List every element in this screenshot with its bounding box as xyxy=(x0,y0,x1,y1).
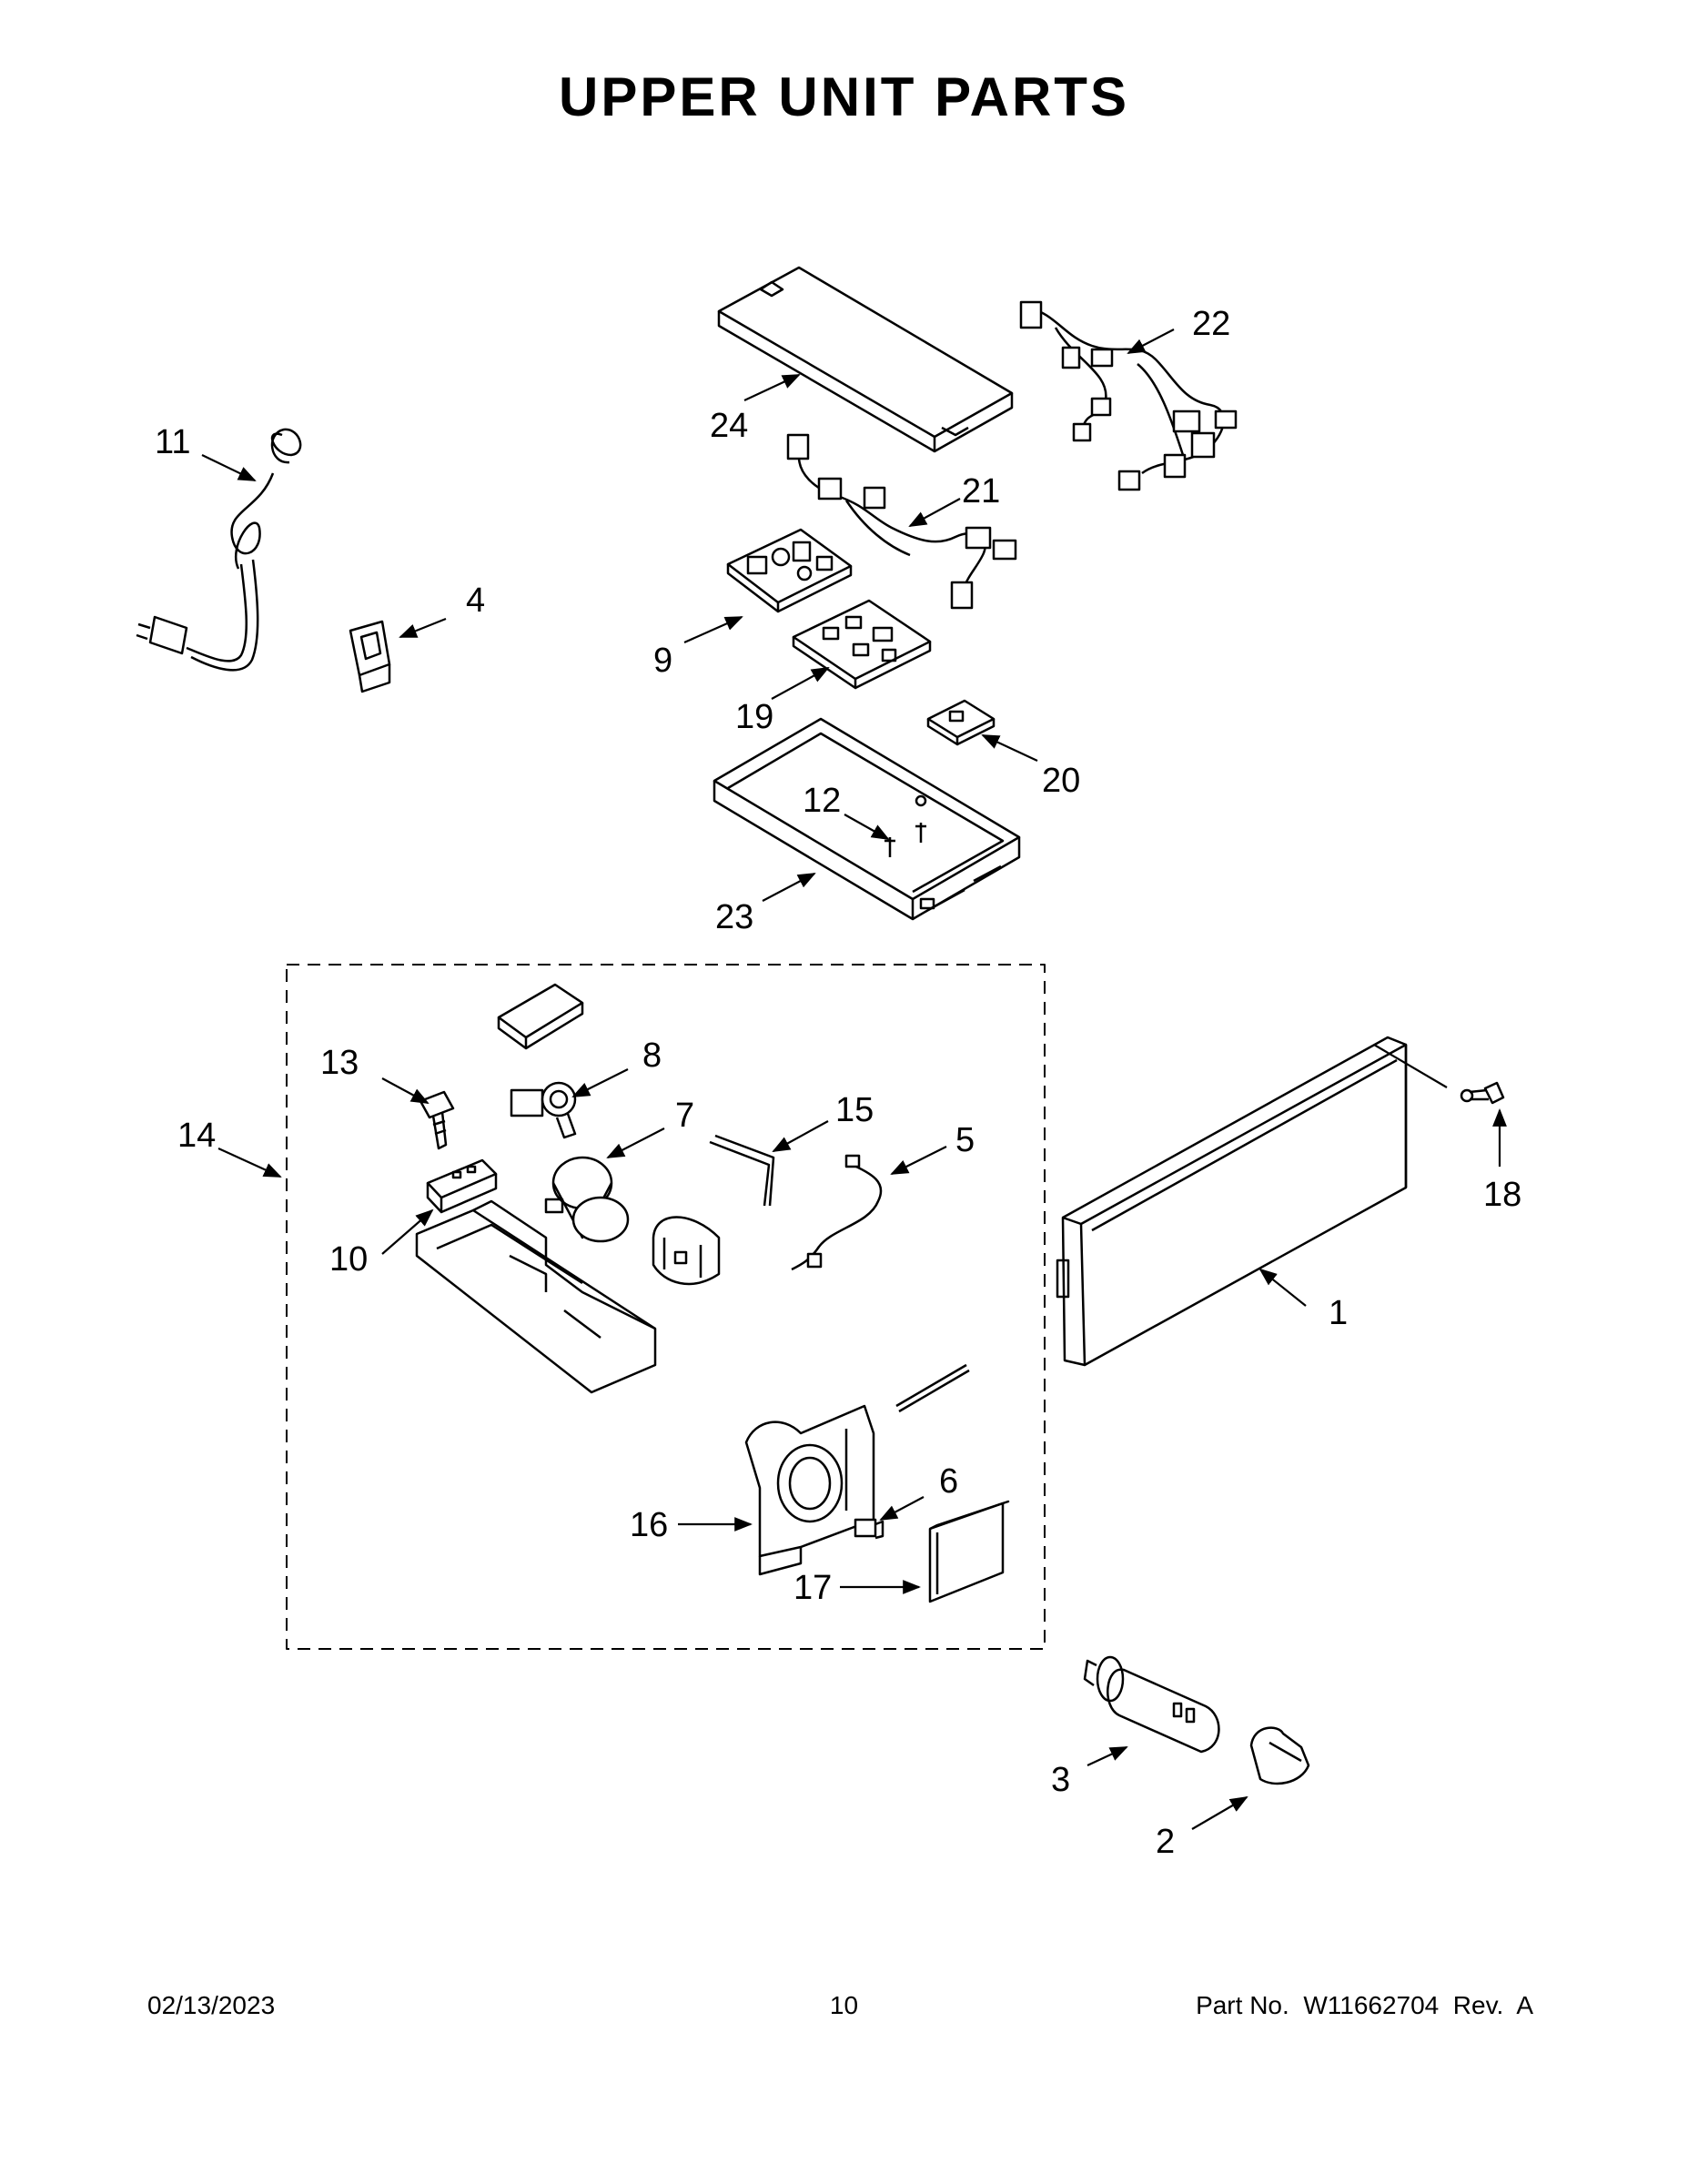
part-20-small-board xyxy=(926,699,996,746)
part-18-screw xyxy=(1460,1081,1505,1105)
part-4-cord-clip xyxy=(349,620,391,693)
callout-13: 13 xyxy=(320,1044,359,1082)
callout-18: 18 xyxy=(1483,1176,1521,1214)
callout-21: 21 xyxy=(962,472,1000,511)
part-9-power-board xyxy=(726,528,853,613)
callout-2: 2 xyxy=(1156,1823,1175,1861)
callout-15: 15 xyxy=(835,1091,874,1129)
callout-19: 19 xyxy=(735,698,773,736)
callout-3: 3 xyxy=(1051,1761,1070,1799)
callout-22: 22 xyxy=(1192,305,1230,343)
part-5-wire xyxy=(791,1154,883,1271)
callout-5: 5 xyxy=(955,1121,975,1159)
footer-page-number: 10 xyxy=(829,1991,859,2019)
callout-8: 8 xyxy=(642,1036,662,1075)
callout-11: 11 xyxy=(155,423,190,461)
callout-23: 23 xyxy=(715,898,753,936)
part-23-control-box-tray xyxy=(713,717,1021,921)
part-6-switch xyxy=(854,1518,884,1540)
part-21-wiring-harness xyxy=(786,433,1017,610)
callout-labels: 24 22 21 11 4 9 19 20 12 23 14 13 8 7 15… xyxy=(155,305,1521,1861)
part-2-filter-cap xyxy=(1249,1726,1310,1785)
callout-1: 1 xyxy=(1329,1294,1348,1332)
footer-date: 02/13/2023 xyxy=(147,1991,276,2019)
part-12-fasteners xyxy=(884,794,927,857)
assembly-rod xyxy=(895,1363,970,1413)
part-13-screw xyxy=(419,1090,455,1150)
part-7-motor xyxy=(544,1156,630,1243)
assembly-cover xyxy=(497,983,584,1050)
part-19-control-board xyxy=(792,599,932,690)
callout-20: 20 xyxy=(1042,762,1080,800)
callout-14: 14 xyxy=(177,1117,216,1155)
part-11-power-cord xyxy=(136,428,302,672)
part-16-duct-frame xyxy=(744,1404,875,1576)
part-3-water-filter xyxy=(1083,1655,1220,1754)
part-15-tube xyxy=(709,1134,775,1207)
callout-10: 10 xyxy=(329,1240,368,1279)
assembly-base-housing xyxy=(415,1199,657,1394)
part-14-assembly-boundary xyxy=(286,964,1046,1650)
assembly-housing xyxy=(652,1216,721,1286)
page-title: UPPER UNIT PARTS xyxy=(559,66,1129,127)
part-17-panel xyxy=(928,1500,1010,1603)
callout-17: 17 xyxy=(793,1569,832,1607)
callout-24: 24 xyxy=(710,407,748,445)
part-1-front-panel xyxy=(1056,1036,1408,1367)
part-8-valve xyxy=(510,1081,577,1139)
callout-4: 4 xyxy=(466,581,485,620)
callout-7: 7 xyxy=(675,1097,694,1135)
callout-16: 16 xyxy=(630,1506,668,1544)
leader-arrows xyxy=(201,329,1507,1830)
callout-9: 9 xyxy=(653,642,672,680)
callout-12: 12 xyxy=(803,782,841,820)
part-10-switch xyxy=(426,1158,498,1214)
part-22-wiring-harness xyxy=(1019,300,1238,491)
footer-part-number: Part No. W11662704 Rev. A xyxy=(1196,1991,1533,2019)
part-24-cover-panel xyxy=(717,266,1014,453)
callout-6: 6 xyxy=(939,1462,958,1501)
